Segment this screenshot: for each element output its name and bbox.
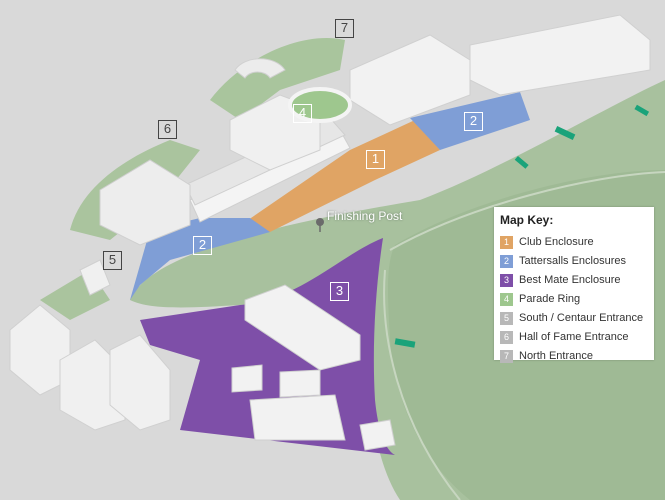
parade-ring [288,87,352,123]
map-key-item: 4 Parade Ring [500,290,648,308]
building [234,58,286,79]
map-key-swatch: 5 [500,311,513,325]
marker-parade-ring[interactable]: 4 [293,104,312,123]
marker-tattersalls-west[interactable]: 2 [193,236,212,255]
map-key-label: Best Mate Enclosure [519,274,621,286]
map-key-title: Map Key: [500,213,554,227]
map-key-label: North Entrance [519,350,593,362]
club-enclosure-area [248,120,440,232]
building [469,14,651,96]
marker-south-centaur[interactable]: 5 [103,251,122,270]
hedge-jump [394,338,416,348]
building [244,284,361,371]
map-key-label: Tattersalls Enclosures [519,255,626,267]
map-key-item: 5 South / Centaur Entrance [500,309,648,327]
map-key-swatch: 1 [500,235,513,249]
finishing-post-label: Finishing Post [327,209,403,223]
grass-patch [210,38,345,121]
map-key: Map Key: 1 Club Enclosure 2 Tattersalls Enc… [494,207,654,363]
hedge-jump [554,126,576,140]
map-key-swatch: 4 [500,292,513,306]
map-key-label: Club Enclosure [519,236,594,248]
tattersalls-west-area [130,218,270,300]
map-key-item: 6 Hall of Fame Entrance [500,328,648,346]
building [59,339,126,431]
map-key-item: 2 Tattersalls Enclosures [500,252,648,270]
track-rail [389,171,665,251]
map-key-item: 3 Best Mate Enclosure [500,271,648,289]
building [279,369,321,398]
building [109,334,171,431]
building [359,419,396,451]
building [79,259,111,296]
map-key-label: South / Centaur Entrance [519,312,644,324]
map-key-label: Hall of Fame Entrance [519,331,629,343]
marker-club[interactable]: 1 [366,150,385,169]
map-key-item: 7 North Entrance [500,347,648,365]
marker-north[interactable]: 7 [335,19,354,38]
map-key-swatch: 7 [500,349,513,363]
marker-hall-of-fame[interactable]: 6 [158,120,177,139]
marker-best-mate[interactable]: 3 [330,282,349,301]
hedge-jump [514,155,529,169]
building [99,159,191,246]
marker-tattersalls-east[interactable]: 2 [464,112,483,131]
building [249,394,346,441]
map-key-swatch: 6 [500,330,513,344]
map-key-label: Parade Ring [519,293,581,305]
track-rail-inner [383,269,461,500]
building [231,364,263,393]
map-key-swatch: 3 [500,273,513,287]
hedge-jump [634,104,650,117]
tattersalls-east-area [410,92,530,150]
map-key-item: 1 Club Enclosure [500,233,648,251]
map-key-swatch: 2 [500,254,513,268]
